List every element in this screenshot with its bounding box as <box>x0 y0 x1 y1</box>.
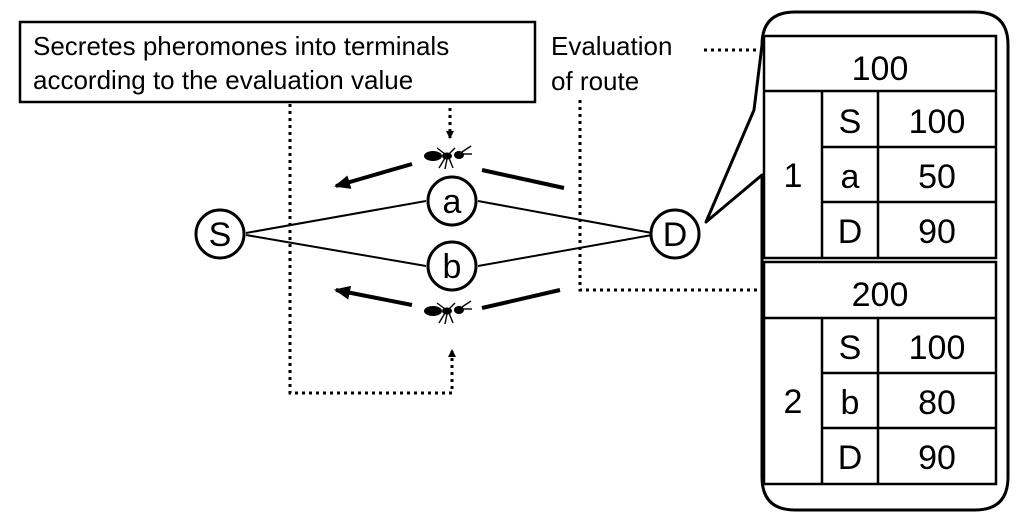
top-return-arrow-tail <box>481 168 565 190</box>
route-table-1-value-cell: 100 <box>909 103 966 141</box>
node-d: D <box>649 208 701 260</box>
top-return-arrow <box>334 162 413 189</box>
route-table-2-node-cell: S <box>839 329 862 367</box>
route-table-1-value-cell: 90 <box>918 213 956 251</box>
route-table-1-evaluation: 100 <box>852 50 909 88</box>
bottom-return-arrow-tail <box>481 288 561 310</box>
node-a-label: a <box>443 183 462 221</box>
route-table-1 <box>762 34 998 260</box>
callout-line-2: according to the evaluation value <box>33 65 413 95</box>
route-table-2-node-cell: b <box>841 384 860 422</box>
route-table-2-value-cell: 100 <box>909 329 966 367</box>
route-table-1-node-cell: S <box>839 103 862 141</box>
node-b-label: b <box>443 248 462 286</box>
ant-icon <box>424 145 472 170</box>
route-table-2 <box>762 260 998 486</box>
route-table-1-node-cell: D <box>838 213 863 251</box>
edge-a-d <box>477 200 653 234</box>
return-direction-arrows <box>334 162 565 310</box>
route-table-2-id: 2 <box>784 383 803 421</box>
edge-b-d <box>477 234 653 267</box>
route-table-1-node-cell: a <box>841 158 860 196</box>
node-d-label: D <box>663 216 688 254</box>
callout-line-1: Secretes pheromones into terminals <box>33 31 449 61</box>
evaluation-to-table2-connector <box>578 100 785 294</box>
ant-icon <box>424 300 472 325</box>
evaluation-label-line-2: of route <box>551 66 639 96</box>
edge-s-a <box>245 200 427 234</box>
route-table-2-value-cell: 90 <box>918 439 956 477</box>
evaluation-label-line-1: Evaluation <box>551 31 672 61</box>
route-table-2-evaluation: 200 <box>852 276 909 314</box>
route-edges <box>245 200 653 267</box>
node-a: a <box>426 175 478 227</box>
node-s: S <box>194 208 246 260</box>
callout-to-bottom-ant-connector <box>288 104 456 395</box>
route-table-2-value-cell: 80 <box>918 384 956 422</box>
bottom-return-arrow <box>334 285 413 307</box>
pheromone-callout: Secretes pheromones into terminals accor… <box>18 20 537 104</box>
route-table-2-node-cell: D <box>838 439 863 477</box>
node-s-label: S <box>209 216 232 254</box>
node-b: b <box>426 240 478 292</box>
route-table-1-id: 1 <box>784 157 803 195</box>
route-table-1-value-cell: 50 <box>918 158 956 196</box>
edge-s-b <box>245 234 427 267</box>
